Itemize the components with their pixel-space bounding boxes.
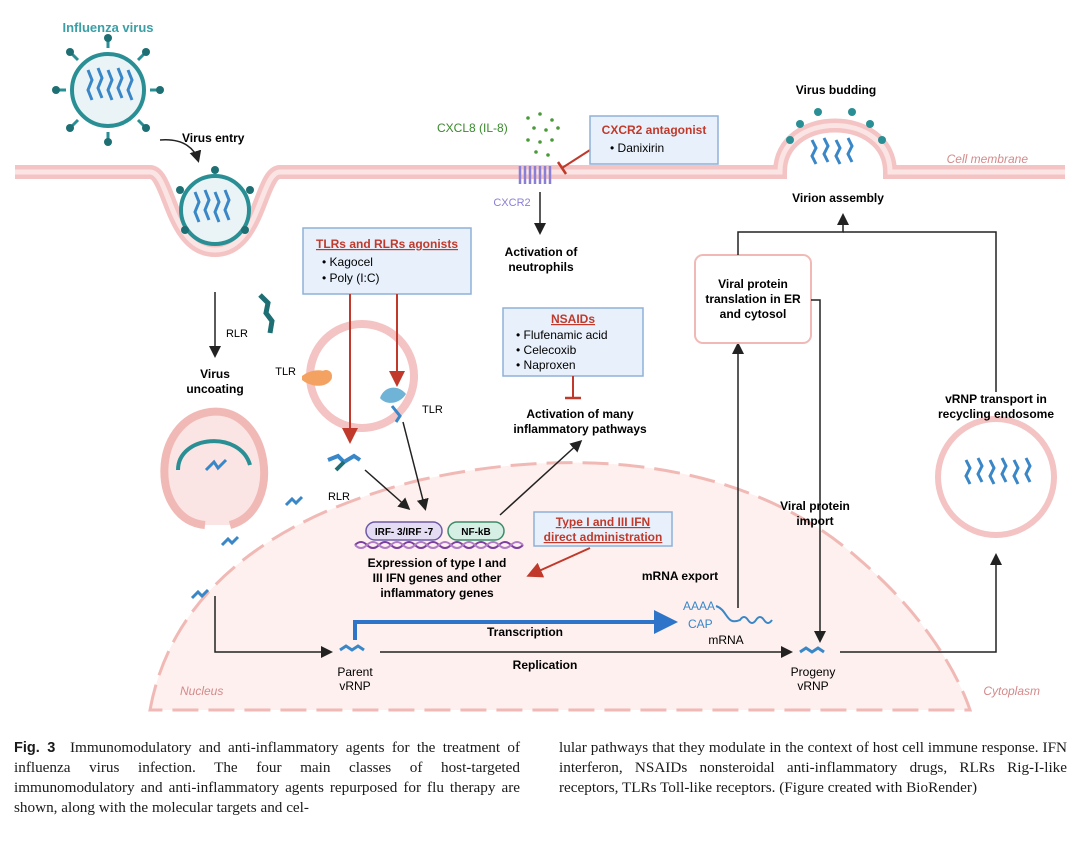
mrna-label: mRNA	[708, 633, 743, 647]
expression-label-1: Expression of type I and	[368, 556, 507, 570]
pathways-label-2: inflammatory pathways	[513, 422, 647, 436]
cxcr2-antagonist-item-0: • Danixirin	[610, 141, 664, 155]
tlr-rlr-agonists-title: TLRs and RLRs agonists	[316, 237, 458, 251]
transcription-label: Transcription	[487, 625, 563, 639]
nsaids-title: NSAIDs	[551, 312, 595, 326]
protein-import-label-1: Viral protein	[780, 499, 850, 513]
transcription-arrow	[353, 610, 678, 640]
rlr-icon-top	[258, 293, 275, 334]
nsaids-item-2: • Naproxen	[516, 358, 576, 372]
parent-vrnp-label-2: vRNP	[339, 679, 370, 693]
rlr-label-top: RLR	[226, 328, 248, 340]
virus-entry-label: Virus entry	[182, 131, 245, 145]
ifn-direct-title-1: Type I and III IFN	[556, 515, 650, 529]
expression-label-2: III IFN genes and other	[373, 571, 502, 585]
figure-caption-right: lular pathways that they modulate in the…	[559, 739, 1067, 796]
cxcr2-antagonist-title: CXCR2 antagonist	[602, 123, 707, 137]
protein-import-label-2: import	[796, 514, 833, 528]
parent-vrnp-icon	[339, 644, 365, 652]
aaaa-label: AAAA	[683, 599, 715, 613]
rlr-icon-bottom	[327, 453, 362, 472]
cytoplasm-label: Cytoplasm	[983, 684, 1040, 698]
virion-assembly-label: Virion assembly	[792, 191, 884, 205]
nucleus-label: Nucleus	[180, 684, 223, 698]
progeny-to-endosome-arrow	[840, 553, 1002, 653]
tlr-to-expression-arrow	[402, 421, 429, 511]
vrnp-to-parent-arrow	[214, 596, 333, 658]
nsaids-item-0: • Flufenamic acid	[516, 328, 608, 342]
tlr-rlr-agonist-item-1: • Poly (I:C)	[322, 271, 380, 285]
cxcl8-dots	[526, 112, 560, 157]
rlr-to-expression-arrow	[364, 469, 411, 510]
figure-caption-label: Fig. 3	[14, 740, 56, 756]
nsaids-box: NSAIDs • Flufenamic acid • Celecoxib • N…	[502, 307, 644, 377]
translation-label-1: Viral protein	[718, 277, 788, 291]
progeny-vrnp-label-2: vRNP	[797, 679, 828, 693]
entering-virus-icon	[176, 166, 254, 246]
vrnp-fragments	[190, 495, 304, 600]
vrnp-transport-label-1: vRNP transport in	[945, 392, 1047, 406]
expression-to-pathways-arrow	[499, 439, 583, 516]
irf-pill	[365, 521, 443, 541]
pathways-label-1: Activation of many	[526, 407, 634, 421]
translation-label-2: translation in ER	[705, 292, 801, 306]
nsaids-item-1: • Celecoxib	[516, 343, 577, 357]
cxcr2-antagonist-box: CXCR2 antagonist • Danixirin	[589, 115, 719, 165]
nfkb-pill	[447, 521, 505, 541]
tlr-icon-left	[302, 370, 332, 386]
neutrophil-label-1: Activation of	[505, 245, 579, 259]
figure-caption-left: Fig. 3 Immunomodulatory and anti-inflamm…	[14, 738, 520, 818]
cxcr2-label: CXCR2	[493, 197, 530, 209]
uncoating-label-1: Virus	[200, 367, 230, 381]
transport-to-assembly-arrow	[843, 231, 997, 392]
cxcl8-label: CXCL8 (IL-8)	[437, 121, 508, 135]
ifn-direct-title-2: direct administration	[544, 530, 663, 544]
cxcr2-receptor-icon	[518, 166, 552, 184]
cell-membrane-label: Cell membrane	[947, 152, 1029, 166]
rlr-label-bottom: RLR	[328, 491, 350, 503]
tlr-rlr-agonists-box: TLRs and RLRs agonists • Kagocel • Poly …	[302, 227, 472, 295]
expression-label-3: inflammatory genes	[380, 586, 494, 600]
neutrophil-label-2: neutrophils	[508, 260, 574, 274]
protein-import-arrow	[811, 299, 826, 643]
budding-virus-icon	[786, 108, 886, 165]
parent-vrnp-label-1: Parent	[337, 665, 373, 679]
influenza-virus-icon	[52, 34, 164, 146]
translation-label-3: and cytosol	[720, 307, 787, 321]
replication-label: Replication	[513, 658, 578, 672]
cxcr2-inhibit-bar	[556, 161, 568, 175]
recycling-endosome	[935, 416, 1057, 538]
figure-diagram: Influenza virus Virus entry Virus uncoat…	[15, 20, 1065, 712]
virus-budding-label: Virus budding	[796, 83, 876, 97]
cxcr2-inhibit-line	[561, 149, 591, 169]
tlr-label-right: TLR	[422, 404, 443, 416]
endosome-icon	[160, 407, 268, 529]
recycling-endosome-vrnps	[964, 457, 1032, 485]
mrna-export-label: mRNA export	[642, 569, 718, 583]
cell-membrane	[15, 118, 1065, 258]
translation-to-assembly-arrow	[737, 213, 849, 255]
mrna-strand	[715, 605, 773, 624]
ifn-direct-arrow	[526, 547, 591, 578]
uncoating-label-2: uncoating	[186, 382, 243, 396]
influenza-virus-label: Influenza virus	[62, 20, 153, 35]
virus-entry-arrow	[159, 139, 202, 163]
tlr-rlr-agonist-item-0: • Kagocel	[322, 255, 373, 269]
vrnp-transport-label-2: recycling endosome	[938, 407, 1054, 421]
progeny-vrnp-icon	[799, 646, 825, 654]
progeny-vrnp-label-1: Progeny	[791, 665, 836, 679]
translation-box: Viral protein translation in ER and cyto…	[694, 254, 812, 344]
cap-label: CAP	[688, 617, 713, 631]
dna-strand	[354, 541, 524, 549]
nfkb-label: NF-kB	[461, 527, 490, 538]
figure-caption-text-left: Immunomodulatory and anti-inflammatory a…	[14, 739, 521, 816]
tlr-icon-right	[380, 387, 406, 423]
ifn-direct-box: Type I and III IFN direct administration	[533, 511, 673, 547]
tlr-label-left: TLR	[275, 366, 296, 378]
irf-label: IRF- 3/IRF -7	[375, 527, 434, 538]
